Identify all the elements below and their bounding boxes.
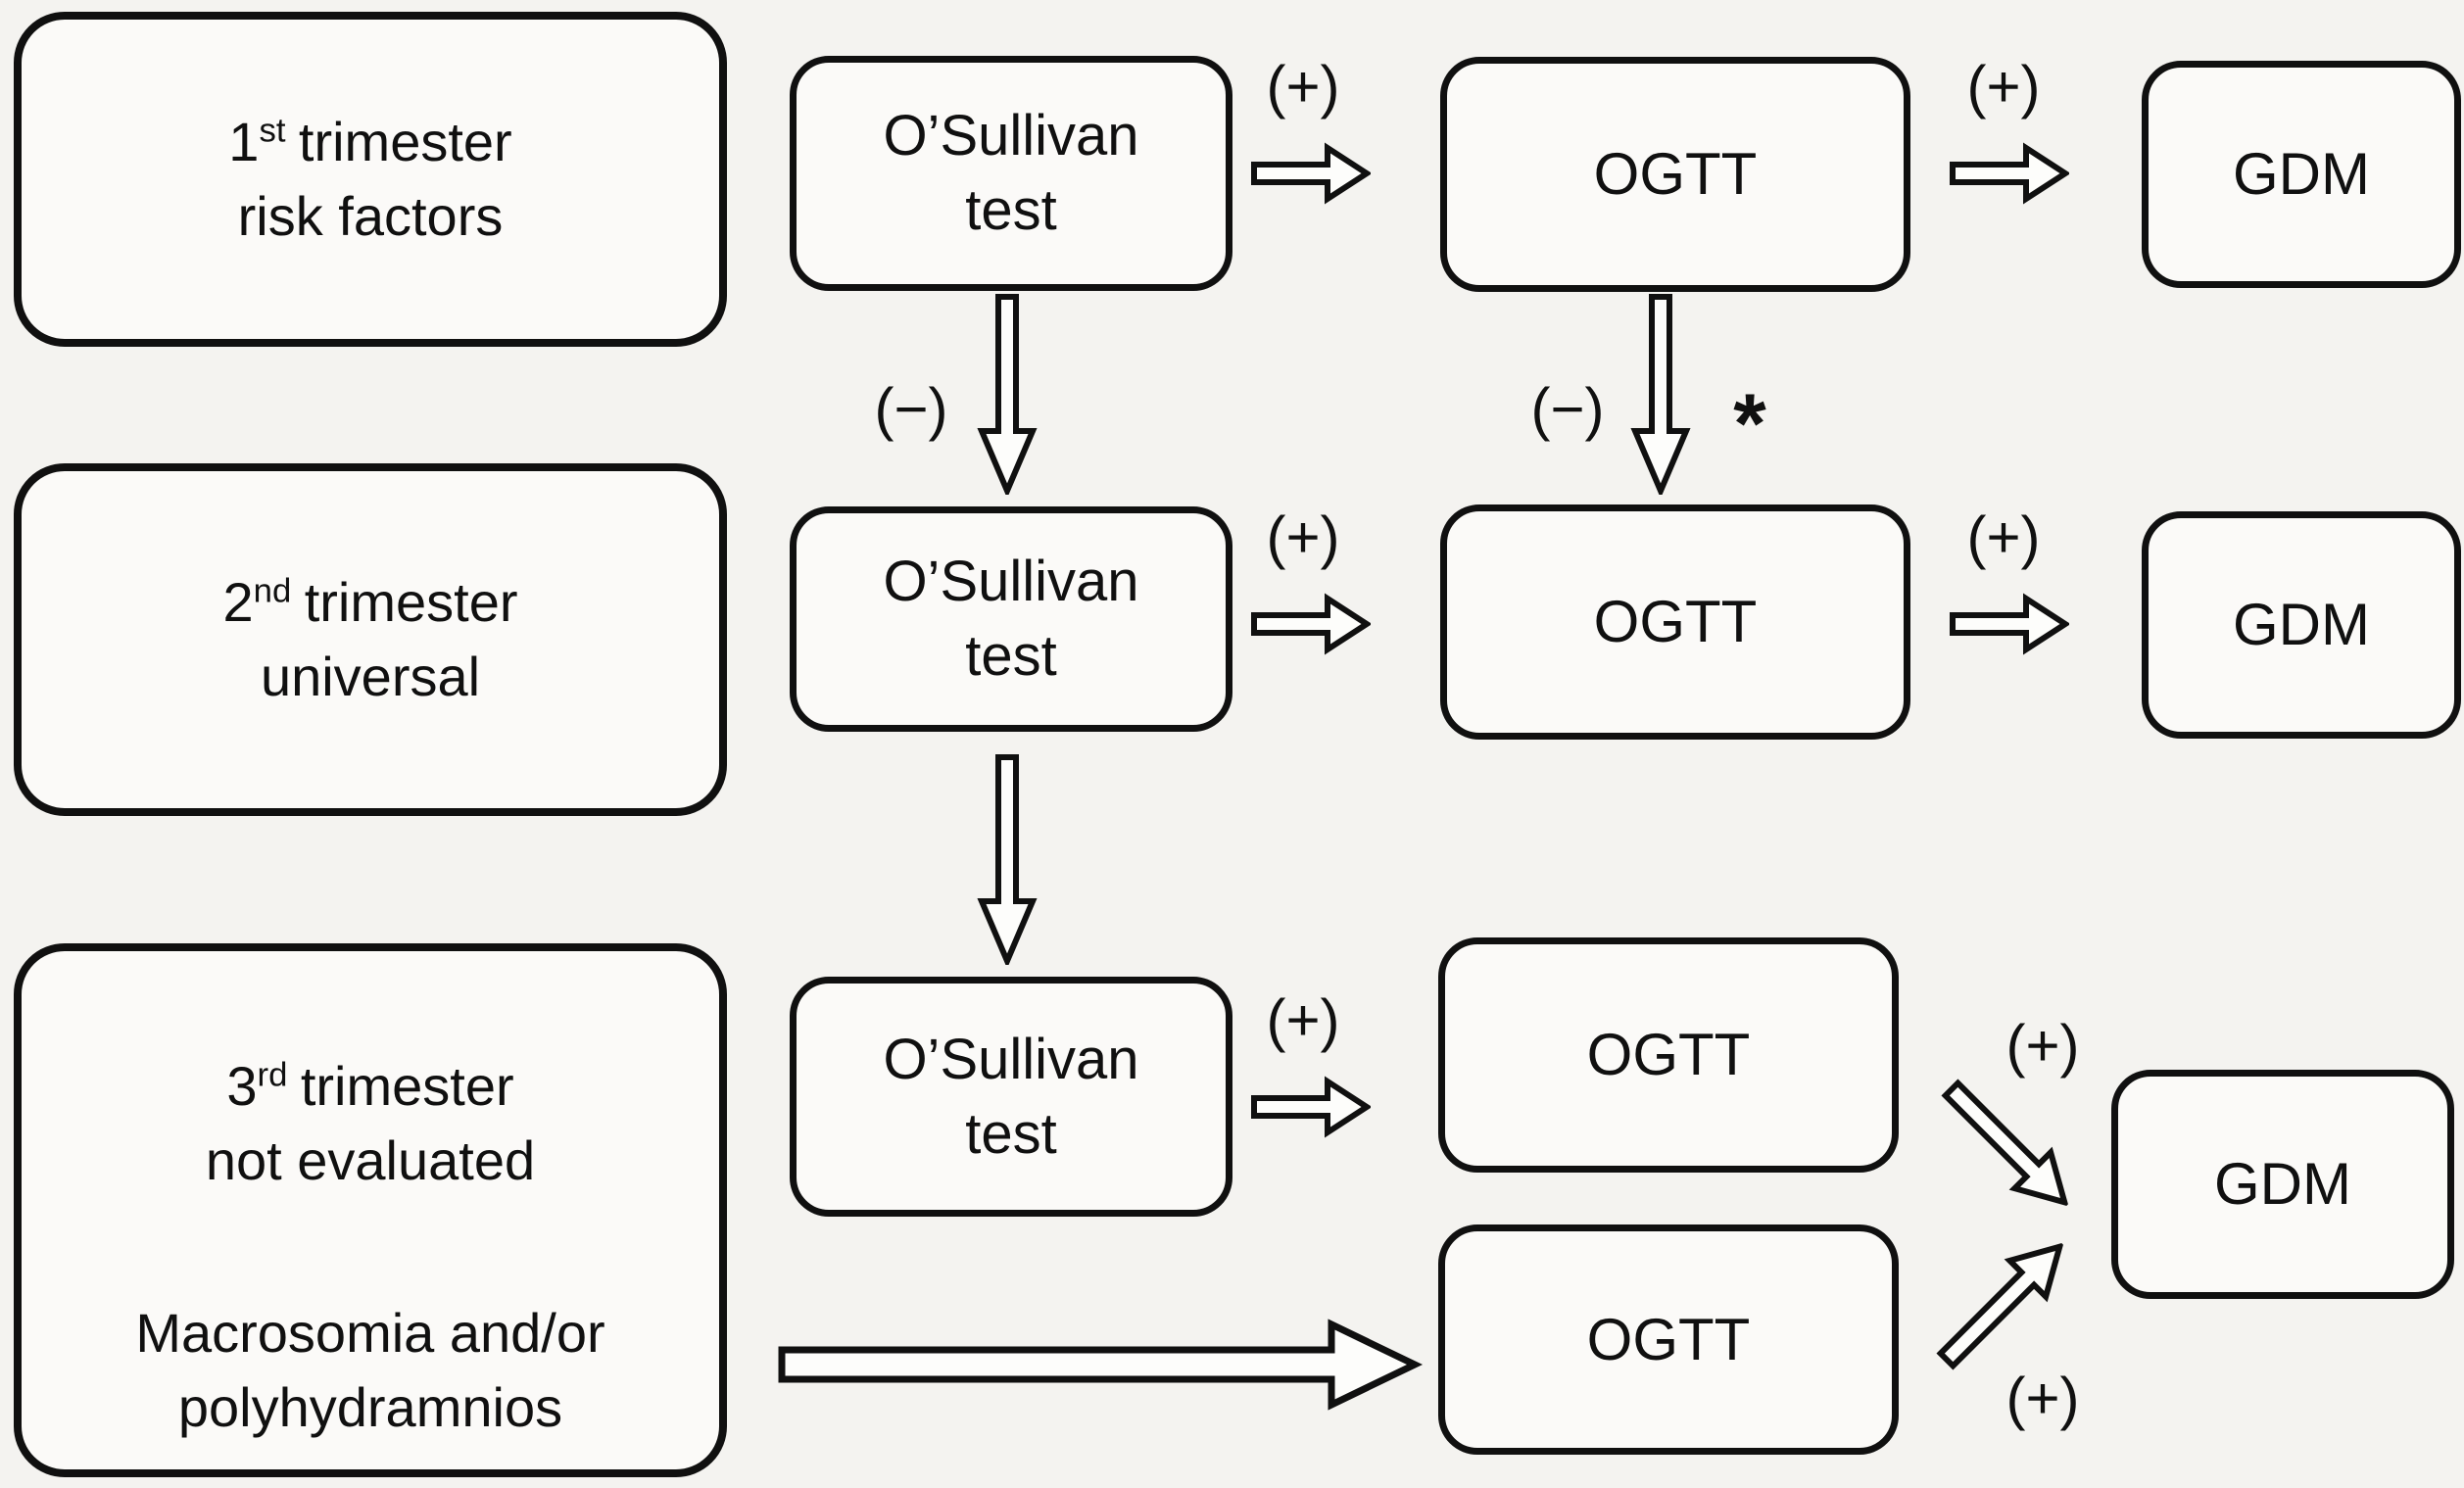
asterisk-label: * xyxy=(1733,377,1766,471)
box-1st-trimester-line2: risk factors xyxy=(237,185,504,247)
arrow-right-icon-row1-a xyxy=(1251,142,1371,205)
box-3rd-trimester-line3: Macrosomia and/or xyxy=(135,1302,605,1364)
ogtt-1-label: OGTT xyxy=(1593,141,1758,207)
arrow-down-icon-osullivan xyxy=(977,294,1038,495)
arrow-right-icon-row2-b xyxy=(1950,593,2069,655)
arrow-diagonal-up-right-icon xyxy=(1936,1242,2064,1370)
osullivan-1-line2: test xyxy=(965,178,1057,242)
gdm-3-label: GDM xyxy=(2214,1151,2351,1217)
box-gdm-3: GDM xyxy=(2111,1070,2454,1299)
box-3rd-trimester-line2: not evaluated xyxy=(205,1129,536,1191)
arrow-down-icon-ogtt xyxy=(1630,294,1691,495)
plus-label-row2-a: (+) xyxy=(1266,504,1340,570)
box-3rd-trimester-line4: polyhydramnios xyxy=(177,1376,563,1438)
minus-label-right: (−) xyxy=(1530,376,1605,442)
arrow-down-icon-osullivan-2 xyxy=(977,754,1038,965)
box-osullivan-test-3: O’Sullivan test xyxy=(790,977,1232,1217)
box-gdm-1: GDM xyxy=(2142,61,2461,288)
box-osullivan-test-2: O’Sullivan test xyxy=(790,506,1232,732)
box-ogtt-2: OGTT xyxy=(1440,504,1910,740)
arrow-right-icon-row1-b xyxy=(1950,142,2069,205)
box-ogtt-3: OGTT xyxy=(1438,937,1899,1173)
plus-label-row3-a: (+) xyxy=(1266,987,1340,1053)
osullivan-3-line2: test xyxy=(965,1101,1057,1166)
box-osullivan-test-1: O’Sullivan test xyxy=(790,56,1232,291)
box-ogtt-4: OGTT xyxy=(1438,1224,1899,1455)
ogtt-4-label: OGTT xyxy=(1586,1306,1751,1372)
plus-label-row1-a: (+) xyxy=(1266,54,1340,120)
osullivan-2-line2: test xyxy=(965,624,1057,688)
arrow-long-right-icon xyxy=(778,1319,1424,1411)
osullivan-1-line1: O’Sullivan xyxy=(883,104,1139,168)
plus-label-row1-b: (+) xyxy=(1966,54,2041,120)
plus-label-row3-diag-bottom: (+) xyxy=(2005,1366,2080,1431)
arrow-diagonal-down-right-icon xyxy=(1941,1079,2069,1207)
box-2nd-trimester-line2: universal xyxy=(260,646,481,707)
ogtt-3-label: OGTT xyxy=(1586,1022,1751,1087)
arrow-right-icon-row3-a xyxy=(1251,1076,1371,1138)
box-gdm-2: GDM xyxy=(2142,511,2461,739)
plus-label-row2-b: (+) xyxy=(1966,504,2041,570)
gdm-1-label: GDM xyxy=(2233,141,2370,207)
osullivan-2-line1: O’Sullivan xyxy=(883,550,1139,613)
box-ogtt-1: OGTT xyxy=(1440,57,1910,292)
osullivan-3-line1: O’Sullivan xyxy=(883,1027,1139,1091)
minus-label-left: (−) xyxy=(874,376,948,442)
gdm-2-label: GDM xyxy=(2233,592,2370,657)
plus-label-row3-diag-top: (+) xyxy=(2005,1013,2080,1079)
arrow-right-icon-row2-a xyxy=(1251,593,1371,655)
ogtt-2-label: OGTT xyxy=(1593,589,1758,654)
